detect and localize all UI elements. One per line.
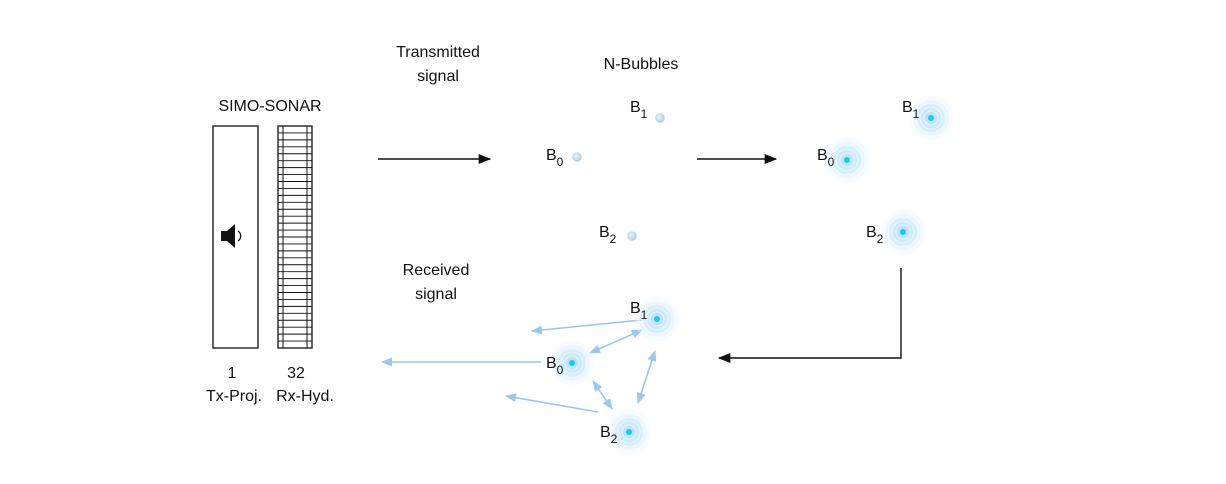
bubble-label: B1: [630, 300, 648, 322]
tx-label: Tx-Proj.: [206, 388, 262, 405]
hydrophone-elements: [278, 132, 312, 342]
tx-count: 1: [228, 365, 237, 382]
rx-count: 32: [287, 365, 305, 382]
received-label-line1: Received: [403, 262, 470, 279]
bubble-label: B1: [902, 99, 920, 121]
sonar-title: SIMO-SONAR: [218, 98, 321, 115]
scatter-bubble-b2: B2: [600, 408, 653, 456]
received-label-line2: signal: [415, 286, 457, 303]
scatter-arrow-b1-out: [530, 319, 643, 335]
return-arrow: [717, 268, 902, 364]
bubble-label: B2: [599, 224, 617, 246]
rx-label: Rx-Hyd.: [276, 388, 334, 405]
scatter-bubble-b0: B0: [546, 339, 596, 387]
excited-bubble-b1: B1: [902, 94, 955, 142]
n-bubbles-title: N-Bubbles: [604, 56, 679, 73]
transmitted-label-line1: Transmitted: [396, 44, 480, 61]
scatter-arrow-b2-out: [504, 393, 599, 413]
bubble-label: B0: [817, 147, 835, 169]
scatter-arrow-b0-b2: [592, 380, 613, 410]
bubble-label: B0: [546, 147, 564, 169]
bubble-label: B2: [600, 424, 618, 446]
scatter-arrow-b1-b2: [636, 349, 657, 405]
small-bubble-b2: B2: [599, 224, 637, 246]
bubble-label: B0: [546, 355, 564, 377]
small-bubble-b0: B0: [546, 147, 582, 169]
speaker-icon: [221, 224, 242, 248]
transmitted-label-line2: signal: [417, 68, 459, 85]
small-bubble-b1: B1: [630, 99, 665, 123]
bubble-label: B2: [866, 224, 884, 246]
scattering-arrows: [380, 319, 657, 413]
bubble-label: B1: [630, 99, 648, 121]
scatter-arrow-b0-b1: [588, 329, 644, 354]
scatter-bubble-b1: B1: [630, 295, 681, 343]
excited-bubble-b0: B0: [817, 136, 871, 184]
excited-bubble-b2: B2: [866, 208, 927, 256]
tx-projector: [212, 125, 259, 349]
